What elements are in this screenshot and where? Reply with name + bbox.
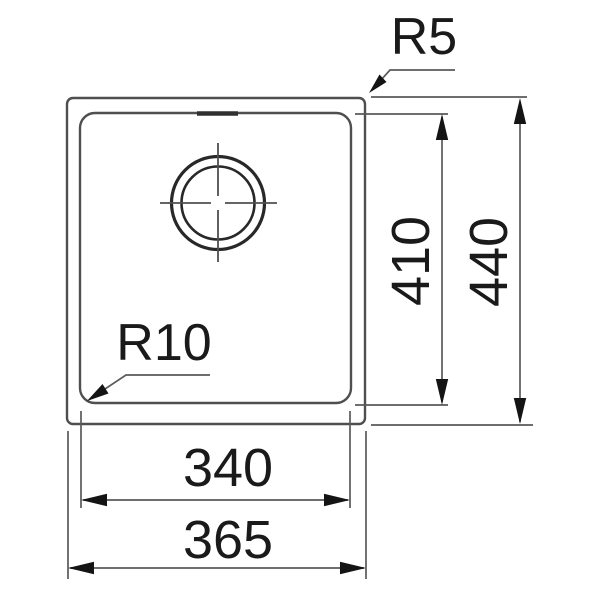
leader-r10 [89, 374, 210, 400]
arrow-410-down [435, 379, 449, 405]
label-inner-corner-radius: R10 [116, 314, 212, 372]
arrow-365-left [68, 561, 94, 575]
drain-symbol [160, 143, 277, 262]
arrow-410-up [435, 114, 449, 140]
label-inner-height: 410 [381, 215, 441, 307]
arrow-440-up [513, 98, 527, 124]
label-outer-width: 365 [182, 510, 274, 570]
arrow-365-right [340, 561, 366, 575]
label-inner-width: 340 [182, 438, 274, 498]
label-outer-height: 440 [459, 216, 519, 308]
extension-lines [67, 96, 533, 579]
sink-outer-outline [65, 96, 367, 426]
arrow-440-down [513, 398, 527, 424]
arrow-r5-leader [369, 74, 387, 93]
arrowheads [68, 74, 527, 575]
label-outer-corner-radius: R5 [390, 8, 458, 66]
arrow-340-left [81, 493, 107, 507]
arrow-r10-leader [87, 384, 109, 401]
dimension-lines [70, 102, 521, 569]
arrow-340-right [324, 493, 350, 507]
drain-crosshair [160, 143, 277, 262]
